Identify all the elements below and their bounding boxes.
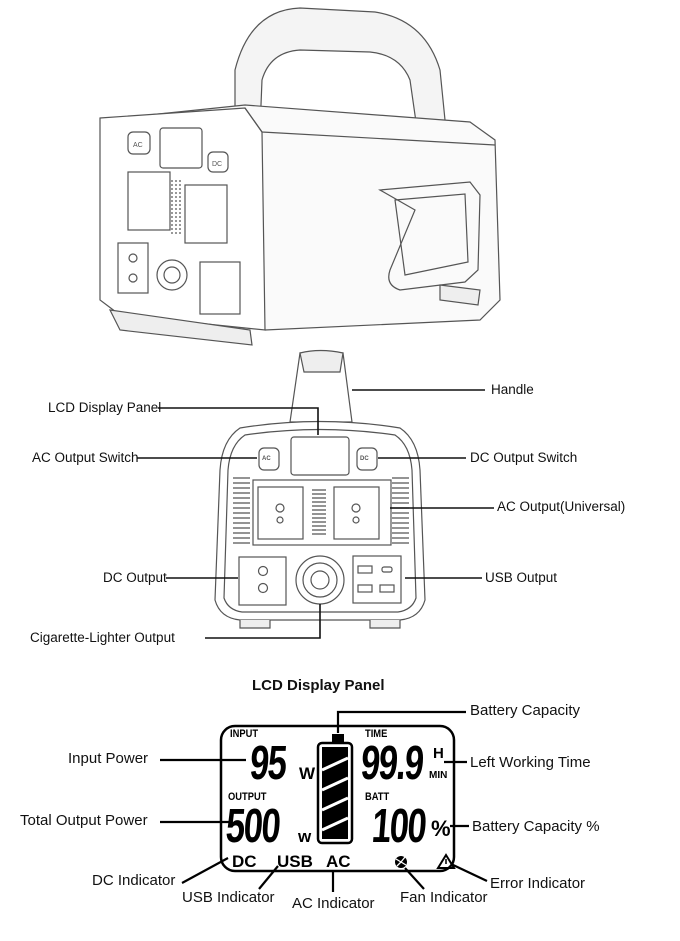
lcd-leader-lines xyxy=(160,710,488,892)
lcd-output-label: OUTPUT xyxy=(228,791,267,803)
label-lcd-display-panel: LCD Display Panel xyxy=(48,400,162,415)
label-handle: Handle xyxy=(491,382,534,397)
label-dc-indicator: DC Indicator xyxy=(92,872,176,889)
lcd-section-title: LCD Display Panel xyxy=(252,677,385,694)
label-ac-indicator: AC Indicator xyxy=(292,895,375,912)
lcd-time-unit-h: H xyxy=(433,745,444,762)
label-dc-output-switch: DC Output Switch xyxy=(470,450,578,465)
front-view-illustration xyxy=(214,349,426,629)
lcd-input-label: INPUT xyxy=(230,728,259,740)
lcd-input-value: 95 xyxy=(248,737,288,790)
label-total-output-power: Total Output Power xyxy=(20,812,148,829)
lcd-input-unit: W xyxy=(299,764,316,783)
lcd-time-value: 99.9 xyxy=(359,737,425,790)
lcd-time-unit-min: MIN xyxy=(429,770,448,781)
lcd-output-unit: w xyxy=(298,827,312,846)
label-cigarette-lighter-output: Cigarette-Lighter Output xyxy=(30,630,175,645)
label-error-indicator: Error Indicator xyxy=(490,875,586,892)
label-usb-indicator: USB Indicator xyxy=(182,889,275,906)
ac-switch-button: AC xyxy=(262,456,271,462)
label-battery-capacity-percent: Battery Capacity % xyxy=(472,818,600,835)
label-ac-output-switch: AC Output Switch xyxy=(32,450,139,465)
lcd-usb-indicator: USB xyxy=(277,852,313,871)
label-fan-indicator: Fan Indicator xyxy=(400,889,488,906)
lcd-batt-unit: % xyxy=(431,816,451,841)
label-left-working-time: Left Working Time xyxy=(470,754,591,771)
label-ac-output-universal: AC Output(Universal) xyxy=(497,499,626,514)
label-input-power: Input Power xyxy=(68,750,149,767)
lcd-output-value: 500 xyxy=(224,800,282,853)
lcd-time-label: TIME xyxy=(365,728,388,740)
lcd-batt-label: BATT xyxy=(365,791,390,803)
error-warning-icon xyxy=(436,853,456,869)
label-dc-output: DC Output xyxy=(103,570,167,585)
svg-text:DC: DC xyxy=(212,161,222,168)
lcd-ac-indicator: AC xyxy=(326,852,351,871)
label-battery-capacity: Battery Capacity xyxy=(470,702,581,719)
product-3d-illustration: AC DC xyxy=(99,7,501,346)
front-view-leader-lines xyxy=(137,389,494,639)
fan-icon xyxy=(395,856,407,868)
lcd-dc-indicator: DC xyxy=(232,852,257,871)
svg-text:AC: AC xyxy=(133,142,143,149)
dc-switch-button: DC xyxy=(360,456,369,462)
lcd-batt-value: 100 xyxy=(370,800,428,853)
lcd-panel-drawing xyxy=(219,724,456,873)
label-usb-output: USB Output xyxy=(485,570,558,585)
